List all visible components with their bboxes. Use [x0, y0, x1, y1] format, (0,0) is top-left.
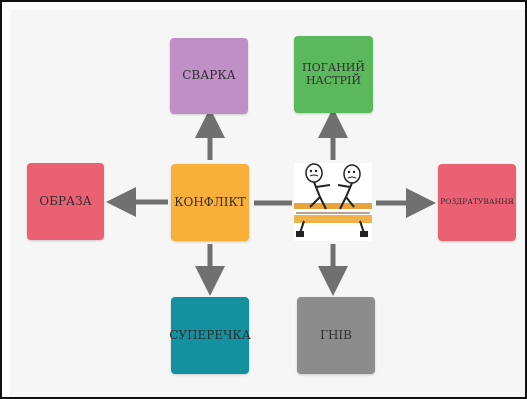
node-konflikt: КОНФЛІКТ — [171, 164, 249, 241]
node-superechka-label: СУПЕРЕЧКА — [169, 327, 251, 342]
node-obraza: ОБРАЗА — [27, 163, 104, 240]
node-obraza-label: ОБРАЗА — [39, 193, 92, 208]
node-svarka: СВАРКА — [170, 38, 248, 114]
node-gniv-label: ГНІВ — [320, 327, 352, 342]
node-svarka-label: СВАРКА — [182, 68, 236, 83]
node-konflikt-label: КОНФЛІКТ — [174, 194, 246, 209]
node-poganyi-nastrii-line1: ПОГАНИЙ — [301, 61, 365, 75]
node-rozdratuvannia-label: РОЗДРАТУВАННЯ — [440, 197, 514, 207]
node-gniv: ГНІВ — [297, 297, 375, 374]
tug-of-war-figures-icon — [294, 163, 372, 237]
node-rozdratuvannia: РОЗДРАТУВАННЯ — [438, 164, 516, 241]
node-poganyi-nastrii-label: ПОГАНИЙ НАСТРІЙ — [302, 62, 365, 86]
node-poganyi-nastrii: ПОГАНИЙ НАСТРІЙ — [294, 36, 373, 113]
tug-of-war-image — [294, 163, 372, 241]
node-superechka: СУПЕРЕЧКА — [169, 297, 251, 374]
node-poganyi-nastrii-line2: НАСТРІЙ — [305, 73, 361, 87]
